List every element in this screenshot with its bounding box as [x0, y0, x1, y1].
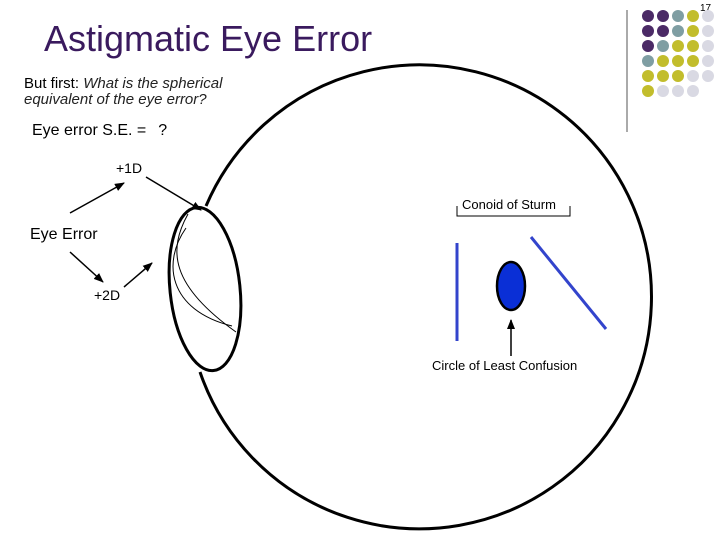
intro-question-line-1: What is the spherical [83, 75, 223, 92]
intro-text: But first: What is the spherical equival… [24, 76, 222, 108]
decor-dot [702, 70, 714, 82]
eyeball-outline [198, 63, 653, 531]
spherical-equivalent-line: Eye error S.E. =? [32, 122, 167, 140]
slide-number: 17 [700, 3, 712, 14]
decor-dot [642, 25, 654, 37]
decor-dot [657, 25, 669, 37]
decor-dot [657, 85, 669, 97]
arrow-2d-to-lens [123, 262, 153, 288]
decor-dot [687, 40, 699, 52]
label-eye-error: Eye Error [30, 226, 98, 243]
decor-dot [657, 70, 669, 82]
decor-dot [687, 85, 699, 97]
decor-dot [687, 70, 699, 82]
decor-dot [642, 10, 654, 22]
arrow-eye-error-to-2d [69, 251, 104, 283]
decor-dot [657, 55, 669, 67]
decor-dot [687, 55, 699, 67]
decor-dot [642, 85, 654, 97]
decor-dot [672, 55, 684, 67]
light-path-upper [176, 213, 237, 333]
decor-dot [687, 10, 699, 22]
decor-dot [702, 55, 714, 67]
decor-dot [672, 25, 684, 37]
focal-line-oblique [529, 236, 608, 330]
decor-dot [672, 85, 684, 97]
label-plus-1d: +1D [116, 160, 143, 176]
arrow-eye-error-to-1d [69, 182, 125, 214]
decor-dot [657, 40, 669, 52]
conoid-bracket [456, 206, 571, 217]
decor-dot [642, 55, 654, 67]
decor-dot [642, 40, 654, 52]
intro-question-line-2: equivalent of the eye error? [24, 91, 207, 108]
decor-dot [672, 10, 684, 22]
label-plus-2d: +2D [94, 287, 121, 303]
se-value: ? [158, 122, 168, 139]
se-label: Eye error S.E. = [32, 122, 147, 139]
circle-of-least-confusion [495, 260, 527, 312]
lens [167, 205, 243, 373]
decor-dot [702, 10, 714, 22]
label-conoid-of-sturm: Conoid of Sturm [462, 197, 556, 212]
decor-dot [702, 40, 714, 52]
decor-dot [672, 70, 684, 82]
decor-dot [657, 10, 669, 22]
slide-title: Astigmatic Eye Error [44, 18, 373, 59]
intro-lead: But first: [24, 75, 80, 92]
decor-dot [702, 25, 714, 37]
decor-dot [642, 70, 654, 82]
light-path-lower [172, 227, 233, 327]
arrow-1d-to-lens [145, 176, 202, 211]
label-circle-of-least-confusion: Circle of Least Confusion [432, 358, 578, 373]
decor-dot [672, 40, 684, 52]
decor-dot [687, 25, 699, 37]
